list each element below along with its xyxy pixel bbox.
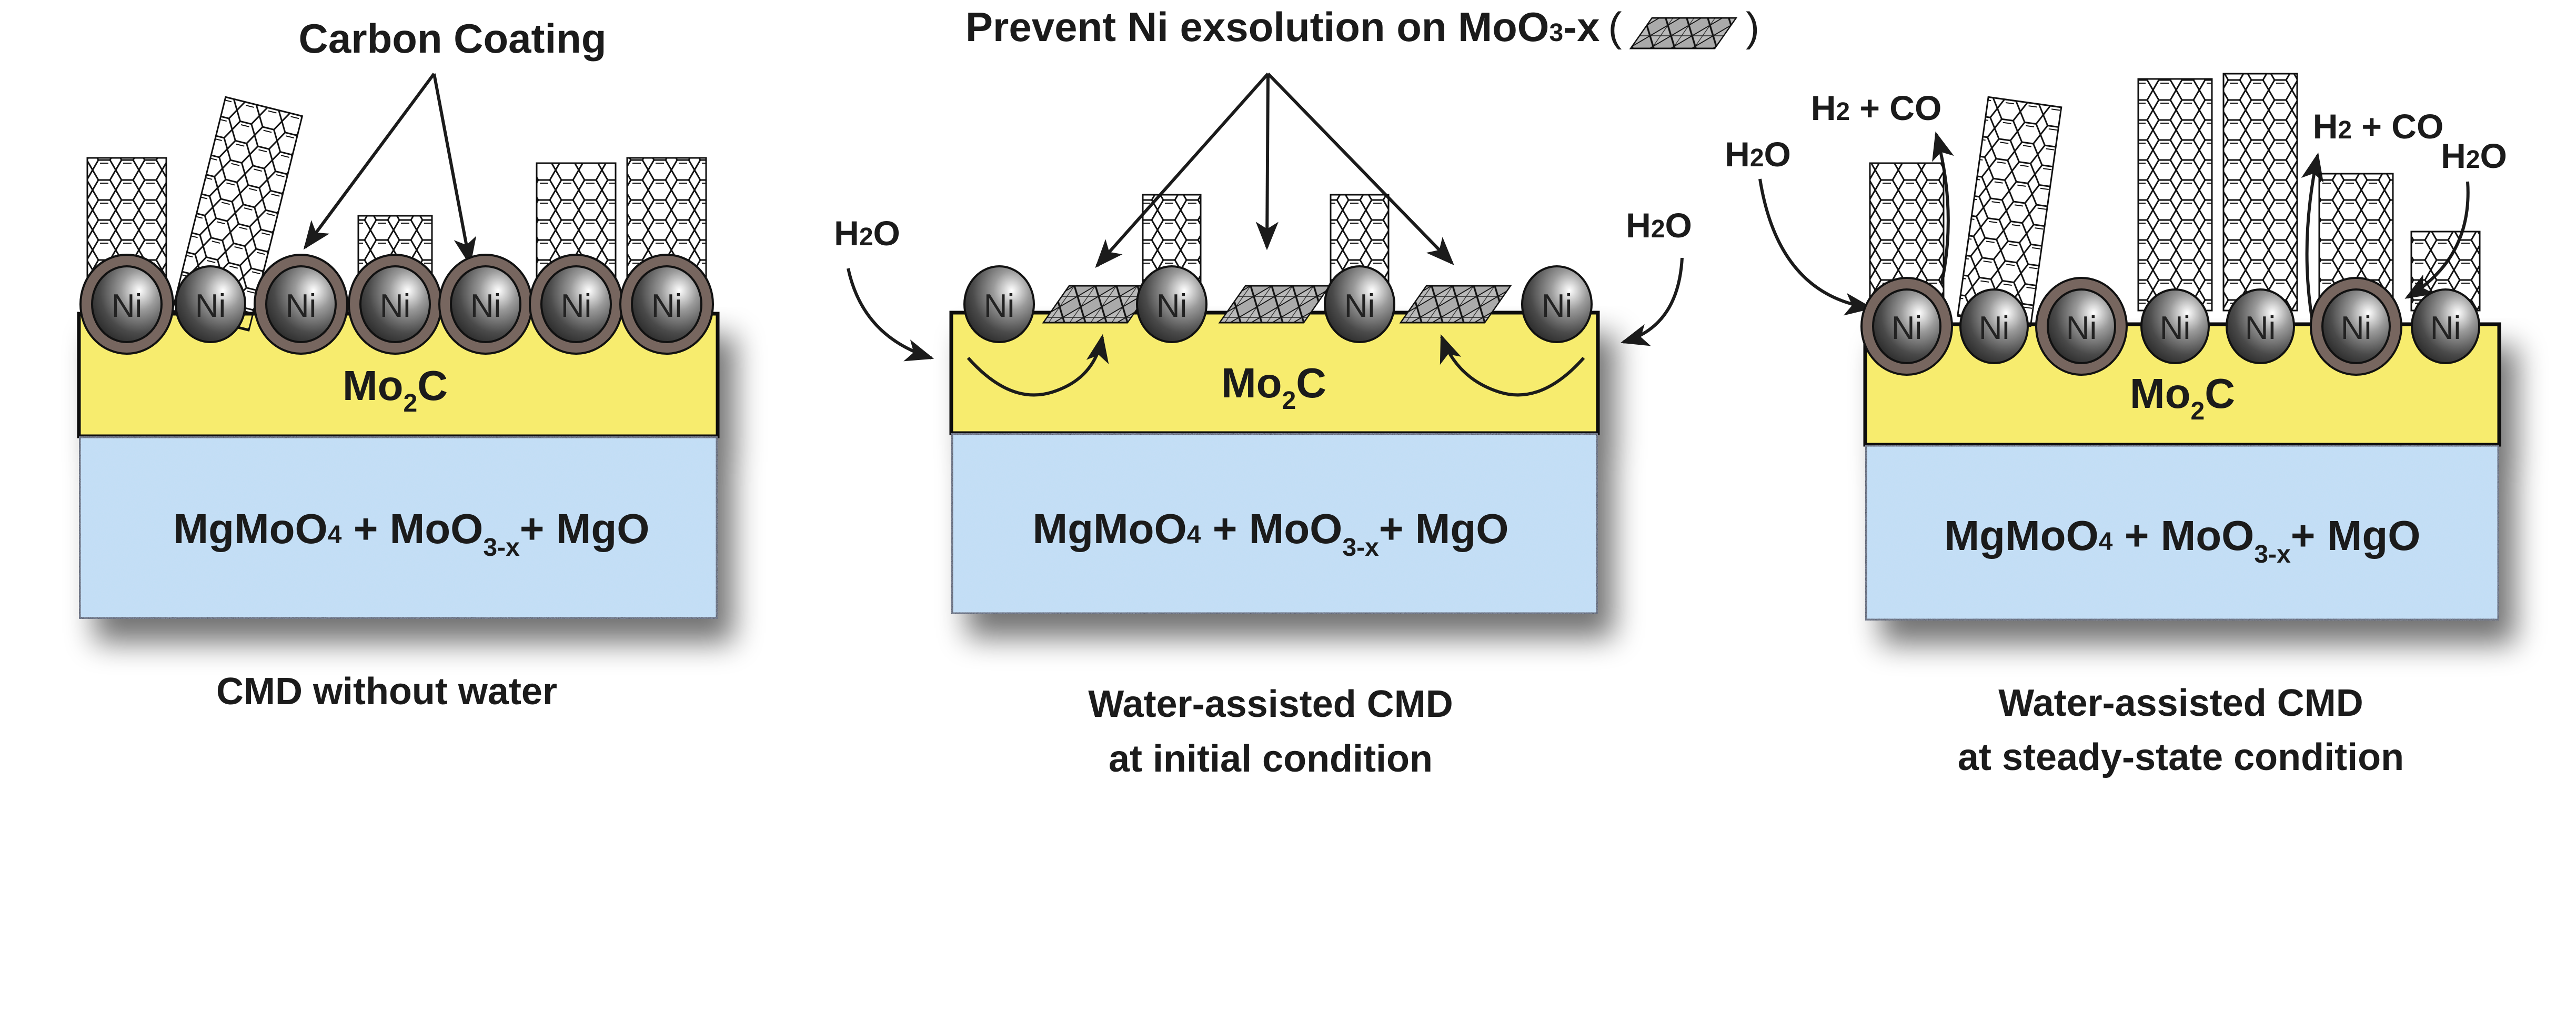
mo2c-label: Mo2C bbox=[1221, 359, 1326, 415]
ni-particles: Ni Ni Ni Ni Ni Ni Ni bbox=[1860, 277, 2480, 376]
ni-particle: Ni bbox=[1324, 265, 1395, 343]
carbon-nanotube bbox=[1956, 96, 2062, 327]
h2o-inflow-arrow-right bbox=[1620, 257, 1684, 346]
ni-label: Ni bbox=[2430, 310, 2461, 346]
ni-particle: Ni bbox=[1521, 265, 1593, 343]
ni-label: Ni bbox=[561, 288, 592, 324]
carbon-coated-ni-particle: Ni bbox=[1860, 277, 1953, 376]
carbon-coated-ni-particle: Ni bbox=[2310, 277, 2402, 376]
oxygen-migration-arrow-right bbox=[1440, 334, 1585, 397]
mo2c-label: Mo2C bbox=[343, 362, 448, 417]
panel-cmd-without-water: Carbon Coating Ni Ni Ni Ni Ni Ni Ni Mo2C MgMoO… bbox=[77, 15, 720, 713]
ni-label: Ni bbox=[2341, 310, 2372, 346]
ni-label: Ni bbox=[112, 288, 143, 324]
ni-label: Ni bbox=[1344, 288, 1375, 324]
support-layer bbox=[949, 431, 1600, 616]
carbon-coated-ni-particle: Ni bbox=[348, 254, 442, 355]
carbon-coated-ni-particle: Ni bbox=[438, 254, 533, 355]
carbon-coated-ni-particle: Ni bbox=[2035, 277, 2128, 376]
ni-label: Ni bbox=[1542, 288, 1573, 324]
ni-label: Ni bbox=[2245, 310, 2276, 346]
panel-water-assisted-steady-state: H2 + CO H2O H2 + CO H2O Ni Ni Ni Ni Ni Ni Ni M… bbox=[1725, 73, 2507, 778]
pointer-arrow bbox=[303, 73, 436, 250]
ni-particles: Ni Ni Ni Ni bbox=[963, 265, 1593, 343]
ni-particles: Ni Ni Ni Ni Ni Ni Ni bbox=[79, 254, 714, 355]
ni-label: Ni bbox=[286, 288, 317, 324]
pointer-arrow bbox=[1266, 72, 1454, 265]
support-layer bbox=[77, 434, 720, 621]
ni-particle: Ni bbox=[1136, 265, 1208, 343]
syngas-outflow-arrow-left bbox=[1932, 131, 1954, 285]
ni-label: Ni bbox=[984, 288, 1015, 324]
ni-label: Ni bbox=[1979, 310, 2010, 346]
panel-caption-line-2: at initial condition bbox=[1109, 738, 1433, 780]
carbon-nanotube bbox=[2222, 73, 2298, 312]
h2o-inflow-arrow-left bbox=[847, 268, 934, 362]
pointer-arrow bbox=[1095, 73, 1270, 268]
ni-label: Ni bbox=[651, 288, 682, 324]
support-composition-label: MgMoO4 + MoO3-x+ MgO bbox=[1945, 512, 2421, 568]
ni-label: Ni bbox=[195, 288, 226, 324]
carbon-coating-label: Carbon Coating bbox=[299, 15, 607, 62]
moo3-polyhedra-legend-icon bbox=[1629, 17, 1738, 49]
mo2c-label: Mo2C bbox=[2130, 370, 2235, 425]
substrate-block bbox=[77, 312, 720, 621]
moo3-polyhedra bbox=[1042, 285, 1512, 324]
substrate-block bbox=[1863, 322, 2501, 623]
pointer-arrow bbox=[1255, 73, 1279, 251]
ni-label: Ni bbox=[380, 288, 411, 324]
carbon-coated-ni-particle: Ni bbox=[619, 254, 714, 355]
substrate-block bbox=[949, 311, 1600, 616]
h2o-label-left: H2O bbox=[1725, 135, 1791, 174]
ni-particle: Ni bbox=[175, 265, 246, 343]
carbon-coated-ni-particle: Ni bbox=[79, 254, 174, 355]
carbon-coated-ni-particle: Ni bbox=[254, 254, 348, 355]
moo3-polyhedra-cluster bbox=[1218, 285, 1331, 324]
syngas-outflow-arrow-right bbox=[2301, 152, 2324, 322]
pointer-arrow bbox=[432, 73, 477, 266]
h2o-label-right: H2O bbox=[2441, 136, 2507, 175]
carbon-coated-ni-particle: Ni bbox=[529, 254, 623, 355]
h2o-label-left: H2O bbox=[834, 214, 900, 253]
panel-caption-line-2: at steady-state condition bbox=[1958, 736, 2404, 778]
panel-caption-line-1: Water-assisted CMD bbox=[1998, 682, 2363, 724]
h2o-inflow-arrow-left bbox=[1758, 178, 1874, 316]
panel-water-assisted-initial: Prevent Ni exsolution on MoO3-x( ) H2O H… bbox=[834, 4, 1759, 780]
ni-label: Ni bbox=[2160, 310, 2191, 346]
ni-label: Ni bbox=[470, 288, 501, 324]
oxygen-migration-arrow-left bbox=[967, 334, 1109, 397]
support-composition-label: MgMoO4 + MoO3-x+ MgO bbox=[174, 505, 650, 562]
ni-label: Ni bbox=[2066, 310, 2097, 346]
panel-caption-line-1: Water-assisted CMD bbox=[1088, 683, 1453, 725]
ni-particle: Ni bbox=[963, 265, 1035, 343]
prevent-exsolution-label: Prevent Ni exsolution on MoO3-x( bbox=[965, 4, 1622, 50]
ni-label: Ni bbox=[1891, 310, 1923, 346]
carbon-nanotube bbox=[2137, 78, 2213, 312]
support-composition-label: MgMoO4 + MoO3-x+ MgO bbox=[1033, 505, 1509, 562]
ni-particle: Ni bbox=[1959, 288, 2029, 364]
syngas-label-left: H2 + CO bbox=[1811, 88, 1942, 127]
ni-particle: Ni bbox=[2140, 288, 2210, 364]
ni-particle: Ni bbox=[2226, 288, 2295, 364]
panel-caption: CMD without water bbox=[216, 671, 557, 713]
moo3-polyhedra-cluster bbox=[1399, 285, 1512, 324]
ni-particle: Ni bbox=[2411, 288, 2480, 364]
support-layer bbox=[1863, 443, 2501, 623]
legend-close-paren: ) bbox=[1746, 4, 1759, 50]
syngas-label-right: H2 + CO bbox=[2313, 107, 2444, 146]
h2o-label-right: H2O bbox=[1626, 206, 1692, 245]
ni-label: Ni bbox=[1156, 288, 1188, 324]
